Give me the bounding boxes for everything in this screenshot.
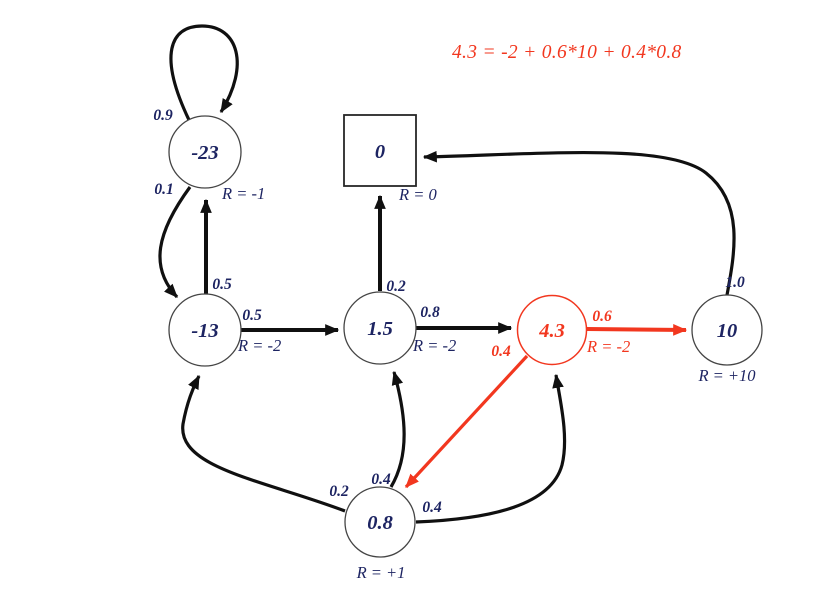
edge-n23-to-n13 xyxy=(158,186,192,299)
reward-label-n23: R = -1 xyxy=(221,184,265,203)
state-node-n08 xyxy=(344,486,416,558)
edge-n10-to-n0 xyxy=(422,150,736,296)
prob-label-n08-n15: 0.4 xyxy=(371,471,391,488)
reward-label-n15: R = -2 xyxy=(412,336,456,355)
state-node-n43-highlighted xyxy=(516,294,588,366)
prob-label-n13-n15: 0.5 xyxy=(242,307,262,324)
prob-label-n15-n43: 0.8 xyxy=(420,304,440,321)
prob-label-n08-n43: 0.4 xyxy=(422,499,442,516)
edge-n08-to-n13 xyxy=(181,374,346,513)
reward-label-n10: R = +10 xyxy=(697,366,756,385)
state-node-n23 xyxy=(168,115,242,189)
prob-label-n43-n10: 0.6 xyxy=(592,308,612,325)
state-node-n10 xyxy=(691,294,763,366)
state-node-n15 xyxy=(343,291,417,365)
prob-label-n43-n08: 0.4 xyxy=(491,343,511,360)
prob-label-n10-n0: 1.0 xyxy=(725,274,745,291)
edge-n43-to-n10-highlighted xyxy=(586,324,688,336)
node-n0-value: 0 xyxy=(375,141,385,163)
terminal-state-node-n0 xyxy=(343,114,417,187)
prob-label-n23-n13: 0.1 xyxy=(154,181,173,198)
node-n15-value: 1.5 xyxy=(367,318,393,340)
prob-label-n13-n23: 0.5 xyxy=(212,276,232,293)
prob-label-n15-n0: 0.2 xyxy=(386,278,406,295)
node-n43-value: 4.3 xyxy=(538,320,565,342)
edge-n43-to-n08-highlighted xyxy=(404,354,529,489)
reward-label-n08: R = +1 xyxy=(356,563,406,582)
bellman-equation-annotation: 4.3 = -2 + 0.6*10 + 0.4*0.8 xyxy=(452,42,682,63)
node-n23-value: -23 xyxy=(191,142,218,164)
node-n08-value: 0.8 xyxy=(367,512,393,534)
prob-label-n08-n13: 0.2 xyxy=(329,483,349,500)
reward-label-n13: R = -2 xyxy=(237,336,281,355)
state-node-n13 xyxy=(168,293,242,367)
node-n10-value: 10 xyxy=(717,320,738,342)
prob-label-n23-loop: 0.9 xyxy=(153,107,173,124)
edge-n08-to-n43 xyxy=(415,373,567,524)
reward-label-n43: R = -2 xyxy=(586,337,630,356)
edge-n08-to-n15 xyxy=(389,370,406,488)
edge-n23-self-loop xyxy=(169,24,239,121)
node-n13-value: -13 xyxy=(191,320,218,342)
reward-label-n0: R = 0 xyxy=(398,185,437,204)
